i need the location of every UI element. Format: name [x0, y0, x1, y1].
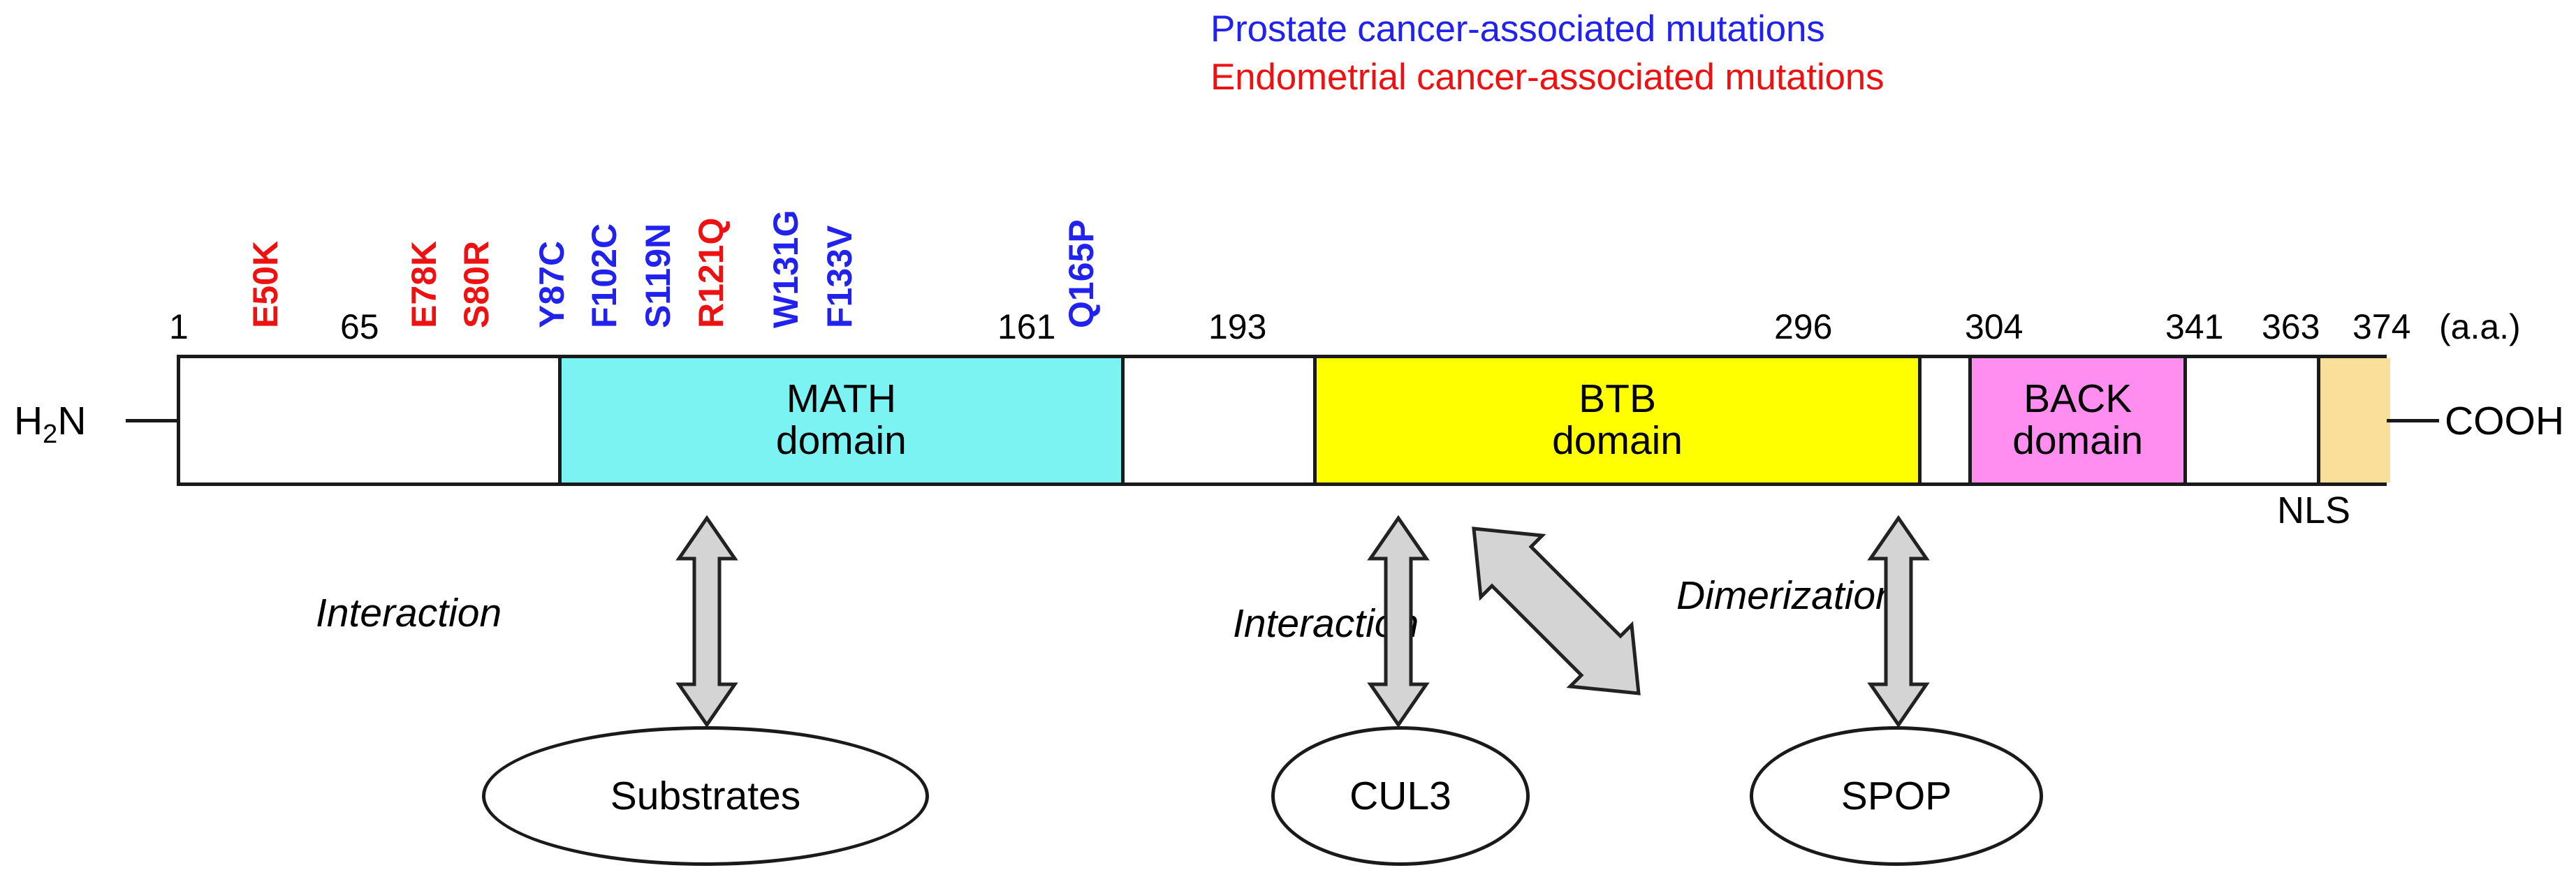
domain-back-sub: domain: [2012, 418, 2144, 463]
domain-back[interactable]: BACK domain: [1968, 358, 2188, 482]
partner-cul3-label: CUL3: [1349, 774, 1451, 818]
domain-back-name: BACK: [2024, 376, 2132, 422]
residue-number-161: 161: [997, 307, 1056, 346]
domain-math-name: MATH: [786, 376, 897, 422]
relation-label-dimerization-spop: Dimerization: [1676, 573, 1898, 618]
domain-math[interactable]: MATH domain: [557, 358, 1125, 482]
nls-caption-label: NLS: [2277, 489, 2351, 531]
legend-prostate-mutations: Prostate cancer-associated mutations: [1210, 8, 1825, 50]
arrow-math-to-substrates: [675, 515, 738, 728]
residue-number-374: 374: [2352, 307, 2411, 346]
residue-number-193: 193: [1208, 307, 1267, 346]
c-terminus-connector: [2387, 419, 2439, 422]
n-terminus-connector: [126, 419, 178, 422]
mutation-label-q165p: Q165P: [1062, 219, 1101, 328]
n-terminus-n: N: [57, 399, 87, 443]
partner-substrates[interactable]: Substrates: [482, 726, 929, 866]
residue-number-304: 304: [1965, 307, 2024, 346]
n-terminus-label: H2N: [14, 398, 87, 449]
domain-btb-name: BTB: [1579, 376, 1656, 422]
c-terminus-label: COOH: [2445, 399, 2564, 443]
domain-btb[interactable]: BTB domain: [1313, 358, 1922, 482]
protein-backbone-bar: MATH domain BTB domain BACK domain: [177, 355, 2390, 486]
partner-cul3[interactable]: CUL3: [1271, 726, 1530, 866]
length-unit-label: (a.a.): [2439, 307, 2521, 346]
mutation-label-w131g: W131G: [766, 209, 805, 328]
partner-spop-label: SPOP: [1840, 774, 1952, 818]
domain-math-sub: domain: [775, 418, 907, 463]
residue-number-341: 341: [2165, 307, 2224, 346]
mutation-label-f133v: F133V: [820, 225, 859, 328]
mutation-label-f102c: F102C: [585, 223, 624, 328]
n-terminus-subscript: 2: [43, 420, 58, 449]
legend: Prostate cancer-associated mutations End…: [1210, 6, 1885, 102]
mutation-label-s80r: S80R: [457, 240, 496, 328]
partner-substrates-label: Substrates: [610, 774, 801, 818]
arrow-dimerization-diagonal: [1472, 526, 1641, 695]
partner-spop[interactable]: SPOP: [1750, 726, 2043, 866]
mutation-label-y87c: Y87C: [532, 240, 571, 328]
mutation-label-s119n: S119N: [638, 223, 678, 328]
domain-nls[interactable]: [2317, 358, 2390, 482]
legend-endometrial-mutations: Endometrial cancer-associated mutations: [1210, 56, 1885, 98]
mutation-label-r121q: R121Q: [691, 217, 731, 328]
arrow-back-to-spop: [1867, 515, 1930, 728]
residue-number-296: 296: [1774, 307, 1833, 346]
domain-btb-sub: domain: [1552, 418, 1683, 463]
relation-label-interaction-cul3: Interaction: [1233, 601, 1419, 646]
residue-number-1: 1: [169, 307, 189, 346]
residue-number-363: 363: [2262, 307, 2320, 346]
mutation-label-e78k: E78K: [404, 240, 444, 328]
relation-label-interaction-substrates: Interaction: [316, 591, 502, 635]
n-terminus-h: H: [14, 399, 43, 443]
residue-number-65: 65: [340, 307, 379, 346]
mutation-label-e50k: E50K: [246, 240, 285, 328]
